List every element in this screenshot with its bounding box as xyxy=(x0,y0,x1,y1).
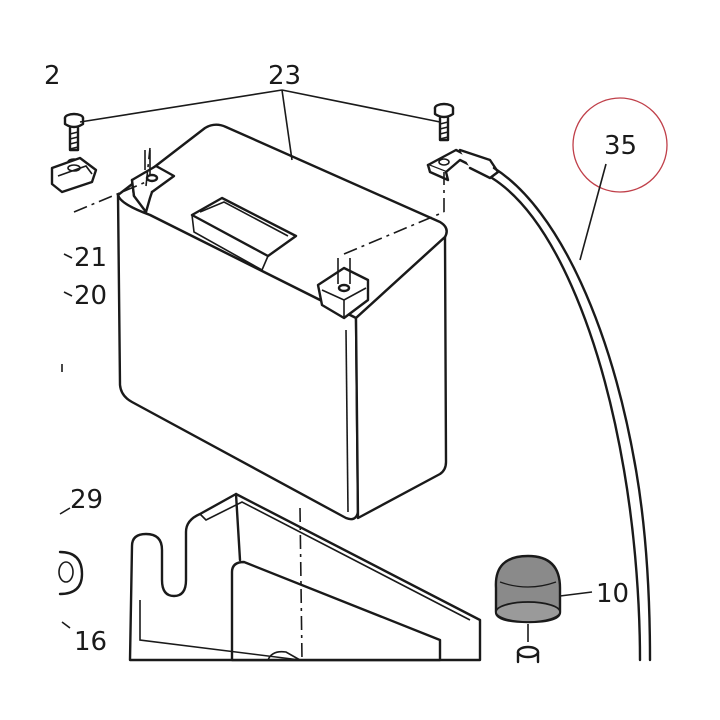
right-terminal xyxy=(316,258,370,320)
leader-lines xyxy=(59,89,607,629)
callout-20: 20 xyxy=(74,281,107,311)
screw-right xyxy=(433,102,455,142)
battery-cable xyxy=(490,166,652,662)
callout-29: 29 xyxy=(70,485,103,515)
rubber-cap xyxy=(494,554,562,664)
washer-left xyxy=(58,550,84,596)
callout-21: 21 xyxy=(74,243,107,273)
callout-35: 35 xyxy=(604,131,637,161)
battery-box xyxy=(116,123,448,521)
callout-16: 16 xyxy=(74,627,107,657)
callout-2-partial: 2 xyxy=(44,61,61,91)
battery-tray xyxy=(128,492,482,662)
callout-10: 10 xyxy=(596,579,629,609)
highlight-circle xyxy=(572,97,668,193)
left-terminal xyxy=(130,150,176,214)
assembly-lines xyxy=(73,147,445,661)
cable-lug xyxy=(426,148,500,182)
left-nut xyxy=(50,156,98,194)
callout-23: 23 xyxy=(268,61,301,91)
